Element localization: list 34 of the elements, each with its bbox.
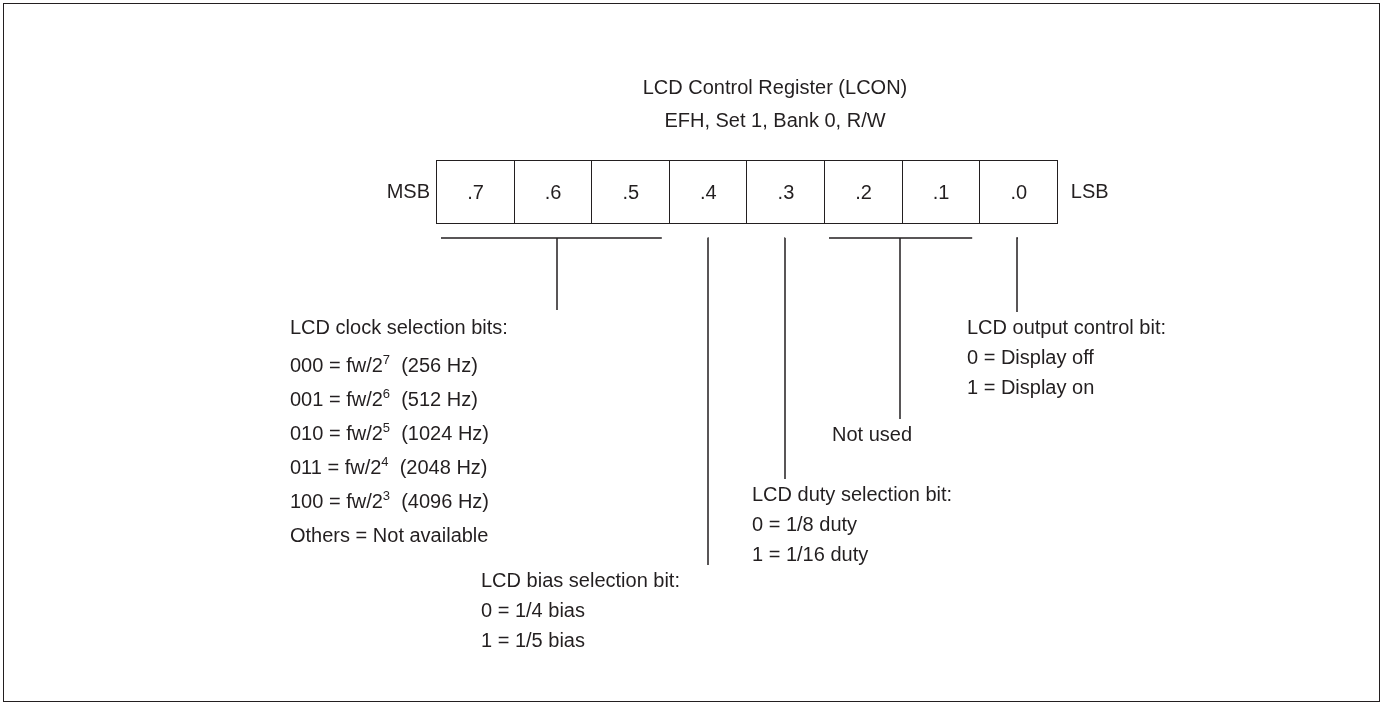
register-address: EFH, Set 1, Bank 0, R/W bbox=[663, 109, 887, 132]
description-line: 0 = 1/8 duty bbox=[752, 512, 858, 537]
description-line: 1 = Display on bbox=[967, 375, 1095, 400]
description-heading: LCD clock selection bits: bbox=[290, 315, 508, 340]
leader-line bbox=[784, 237, 786, 480]
register-bit-cell: .1 bbox=[901, 160, 981, 224]
register-bit-cell: .0 bbox=[979, 160, 1059, 224]
msb-label: MSB bbox=[385, 180, 430, 203]
description-line: 001 = fw/2$^{6}$ (512 Hz) bbox=[290, 385, 478, 412]
leader-line bbox=[1016, 237, 1019, 313]
register-bit-cell: .3 bbox=[746, 160, 826, 224]
register-bit-cell: .4 bbox=[668, 160, 748, 224]
description-line: 010 = fw/2$^{5}$ (1024 Hz) bbox=[290, 419, 489, 446]
description-line: 1 = 1/16 duty bbox=[752, 542, 869, 567]
leader-line bbox=[440, 237, 663, 311]
description-heading: LCD duty selection bit: bbox=[752, 482, 953, 507]
description-heading: LCD bias selection bit: bbox=[481, 568, 680, 593]
register-bit-cell: .5 bbox=[591, 160, 671, 224]
lsb-label: LSB bbox=[1070, 180, 1109, 203]
leader-line bbox=[706, 237, 709, 566]
register-title: LCD Control Register (LCON) bbox=[641, 76, 909, 99]
register-bit-cell: .2 bbox=[824, 160, 904, 224]
description-line: 100 = fw/2$^{3}$ (4096 Hz) bbox=[290, 487, 489, 514]
description-line: 0 = 1/4 bias bbox=[481, 598, 585, 623]
register-bit-cell: .6 bbox=[513, 160, 593, 224]
description-line: Not used bbox=[832, 422, 913, 447]
description-line: Others = Not available bbox=[290, 523, 489, 548]
description-line: 000 = fw/2$^{7}$ (256 Hz) bbox=[290, 351, 478, 378]
description-line: 011 = fw/2$^{4}$ (2048 Hz) bbox=[290, 453, 488, 480]
description-line: 1 = 1/5 bias bbox=[481, 628, 585, 653]
register-bit-cell: .7 bbox=[436, 160, 516, 224]
description-line: 0 = Display off bbox=[967, 345, 1094, 370]
leader-line bbox=[828, 237, 973, 420]
description-heading: LCD output control bit: bbox=[967, 315, 1166, 340]
